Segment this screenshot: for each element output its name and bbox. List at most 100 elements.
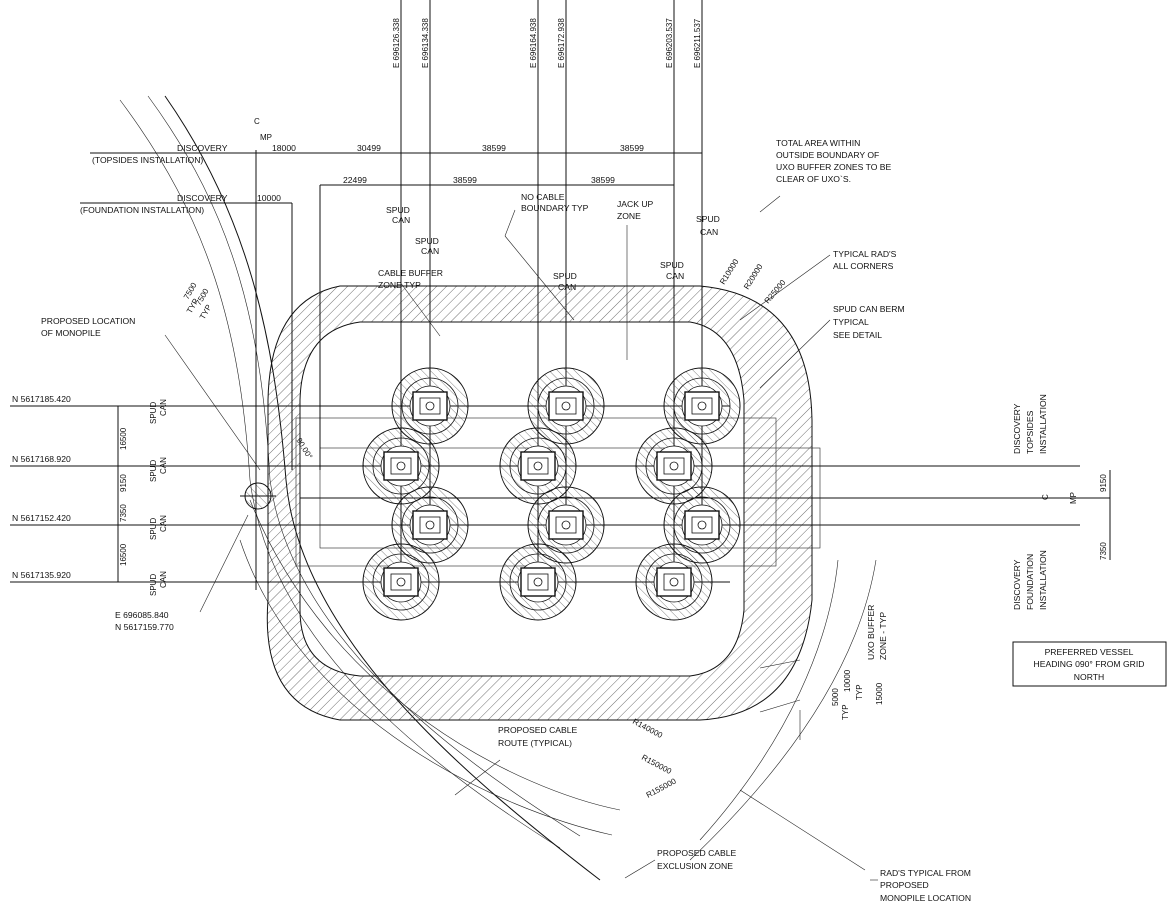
rads-from-2: PROPOSED (880, 880, 929, 890)
cable-route-2: ROUTE (TYPICAL) (498, 738, 572, 748)
preferred-heading-box (1012, 641, 1167, 687)
preferred-heading-text: PREFERRED VESSEL HEADING 090° FROM GRID … (1034, 647, 1145, 682)
spud-pad-inner (691, 516, 713, 534)
spud-center (697, 401, 707, 411)
heading-3: NORTH (1074, 672, 1104, 682)
disc-topsides-3: INSTALLATION (1038, 394, 1048, 454)
callout-labels: NO CABLE BOUNDARY TYP JACK UP ZONE CABLE… (41, 138, 971, 903)
monopile-coord-2: N 5617159.770 (115, 622, 174, 632)
left-spud-2a: SPUD (149, 460, 158, 482)
spud-center (561, 520, 571, 530)
spud-ring (673, 377, 731, 435)
monopile (240, 480, 276, 512)
spud-can-labels: SPUD CAN SPUD CAN SPUD CAN SPUD CAN SPUD… (386, 205, 720, 292)
left-spud-3b: CAN (159, 515, 168, 532)
cable-buffer-2: ZONE TYP (378, 280, 421, 290)
dim-16500-bottom: 16500 (119, 543, 128, 566)
discovery-topsides: DISCOVERY (177, 143, 228, 153)
dim-38599-b: 38599 (620, 143, 644, 153)
spud-center (533, 461, 543, 471)
northing-1: N 5617185.420 (12, 394, 71, 404)
spud-ring (537, 377, 595, 435)
right-rotated-labels: DISCOVERY TOPSIDES INSTALLATION DISCOVER… (866, 394, 1048, 660)
cable-buffer-1: CABLE BUFFER (378, 268, 443, 278)
spud-pad-inner (555, 516, 577, 534)
easting-6: E 696211.537 (693, 18, 702, 68)
spud-ring (372, 553, 430, 611)
discovery-foundation: DISCOVERY (177, 193, 228, 203)
spud-can-4-b: CAN (666, 271, 684, 281)
r150000: R150000 (640, 753, 673, 776)
monopile-coord-1: E 696085.840 (115, 610, 169, 620)
spud-ring (401, 377, 459, 435)
heading-1: PREFERRED VESSEL (1045, 647, 1134, 657)
spud-ring (645, 553, 703, 611)
spud-berm-1: SPUD CAN BERM (833, 304, 905, 314)
northing-4: N 5617135.920 (12, 570, 71, 580)
mp-top: MP (260, 133, 272, 142)
r155000: R155000 (645, 776, 678, 799)
spud-can-12 (635, 543, 713, 621)
spud-pad (656, 451, 692, 481)
disc-found-3: INSTALLATION (1038, 550, 1048, 610)
foundation-installation: (FOUNDATION INSTALLATION) (80, 205, 204, 215)
easting-labels: E 696126.338 E 696134.338 E 696164.938 E… (392, 18, 702, 68)
spud-pad (520, 451, 556, 481)
jack-up-1: JACK UP (617, 199, 654, 209)
dim-38599-c: 38599 (453, 175, 477, 185)
exclusion-2: EXCLUSION ZONE (657, 861, 733, 871)
spud-pad-inner (555, 397, 577, 415)
disc-found-2: FOUNDATION (1025, 554, 1035, 610)
left-spud-labels: SPUD CAN SPUD CAN SPUD CAN SPUD CAN (149, 399, 168, 596)
spud-pad (383, 451, 419, 481)
spud-can-3 (663, 367, 741, 445)
spud-center (669, 461, 679, 471)
spud-can-1-b: CAN (392, 215, 410, 225)
heading-2: HEADING 090° FROM GRID (1034, 659, 1145, 669)
right-dim-values: 9150 7350 (1099, 474, 1108, 560)
left-spud-4b: CAN (159, 571, 168, 588)
spud-pad (520, 567, 556, 597)
dim-7350: 7350 (119, 504, 128, 522)
r25000: R25000 (763, 278, 788, 306)
uxo-buffer-zone (266, 285, 813, 721)
dim-9150: 9150 (119, 474, 128, 492)
typical-rads-1: TYPICAL RAD'S (833, 249, 897, 259)
spud-can-5 (499, 427, 577, 505)
northing-3: N 5617152.420 (12, 513, 71, 523)
easting-4: E 696172.938 (557, 18, 566, 68)
r10000: R10000 (718, 257, 741, 286)
dim-22499: 22499 (343, 175, 367, 185)
dim-right-9150: 9150 (1099, 474, 1108, 492)
spud-ring (509, 437, 567, 495)
spud-can-5-b: CAN (700, 227, 718, 237)
spud-pad-inner (527, 457, 549, 475)
disc-topsides-1: DISCOVERY (1012, 403, 1022, 454)
total-area-2: OUTSIDE BOUNDARY OF (776, 150, 879, 160)
spud-can-7 (391, 486, 469, 564)
spud-ring (372, 437, 430, 495)
typical-rads-2: ALL CORNERS (833, 261, 894, 271)
dim-10000: 10000 (257, 193, 281, 203)
spud-ring (509, 553, 567, 611)
b5000: 5000 (831, 688, 840, 706)
disc-topsides-2: TOPSIDES (1025, 410, 1035, 454)
easting-3: E 696164.938 (529, 18, 538, 68)
b10000: 10000 (843, 669, 852, 692)
left-spud-4a: SPUD (149, 574, 158, 596)
jack-up-2: ZONE (617, 211, 641, 221)
northing-2: N 5617168.920 (12, 454, 71, 464)
spud-center (425, 520, 435, 530)
mp-right: MP (1069, 492, 1078, 504)
spud-pad-inner (691, 397, 713, 415)
spud-cans (362, 367, 741, 621)
spud-ring (673, 496, 731, 554)
spud-berm-2: TYPICAL (833, 317, 869, 327)
easting-2: E 696134.338 (421, 18, 430, 68)
spud-can-2-a: SPUD (415, 236, 439, 246)
spud-can-6 (635, 427, 713, 505)
proposed-monopile-1: PROPOSED LOCATION (41, 316, 135, 326)
spud-pad-inner (390, 573, 412, 591)
spud-pad (684, 510, 720, 540)
spud-pad (656, 567, 692, 597)
